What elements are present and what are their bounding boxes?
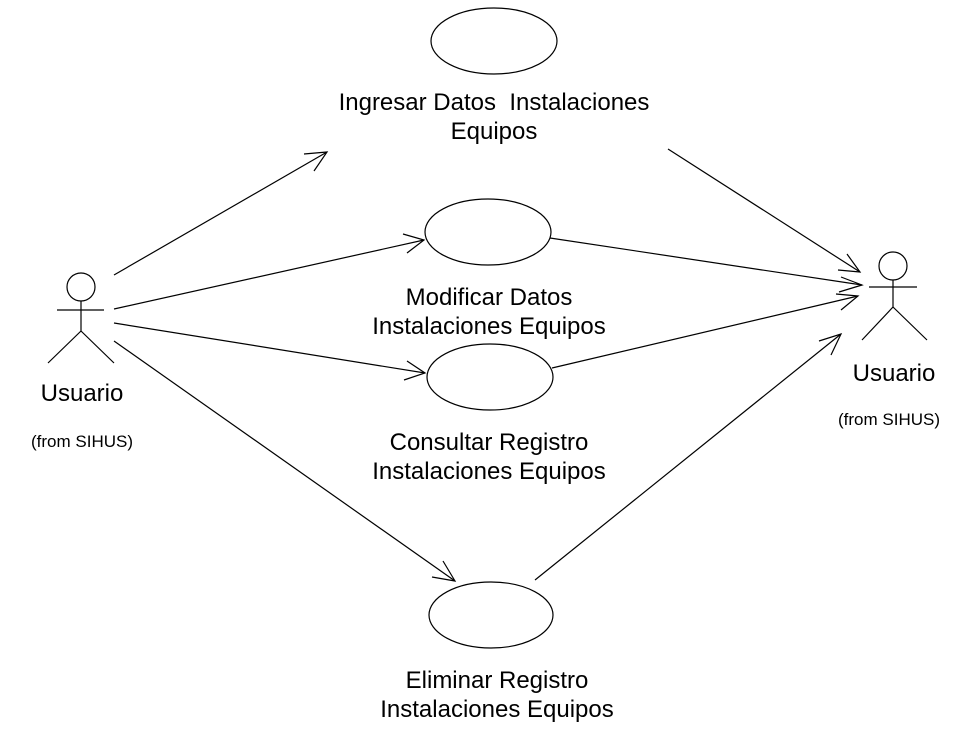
use-case-ingresar-line-1: Ingresar Datos Instalaciones	[338, 89, 650, 116]
actor-left-name: Usuario	[20, 379, 144, 408]
use-case-ingresar-ellipse[interactable]	[430, 7, 558, 75]
use-case-modificar-label: Modificar Datos Instalaciones Equipos	[289, 283, 689, 342]
association-ingresar-right	[667, 148, 862, 273]
actor-right-origin: (from SIHUS)	[812, 410, 966, 431]
actor-right-figure	[861, 251, 928, 341]
association-left-modificar	[113, 233, 426, 310]
use-case-consultar-line-1: Consultar Registro	[389, 429, 589, 456]
use-case-ingresar-line-2: Equipos	[450, 118, 538, 146]
association-consultar-right	[551, 293, 860, 369]
use-case-eliminar-label: Eliminar Registro Instalaciones Equipos	[297, 666, 697, 725]
association-left-consultar	[113, 322, 427, 381]
actor-left-origin-text: (from SIHUS)	[31, 432, 133, 451]
actor-left-name-text: Usuario	[40, 380, 124, 407]
use-case-modificar-line-1: Modificar Datos	[405, 284, 573, 311]
use-case-modificar-line-2: Instalaciones Equipos	[372, 313, 606, 341]
use-case-modificar-ellipse[interactable]	[424, 198, 552, 266]
use-case-consultar-ellipse[interactable]	[426, 343, 554, 411]
association-left-ingresar	[113, 151, 329, 276]
use-case-eliminar-line-1: Eliminar Registro	[405, 667, 589, 694]
actor-left-origin: (from SIHUS)	[0, 432, 164, 453]
use-case-consultar-label: Consultar Registro Instalaciones Equipos	[289, 428, 689, 487]
actor-right-origin-text: (from SIHUS)	[838, 410, 940, 429]
association-modificar-right	[549, 237, 864, 293]
actor-right-name: Usuario	[832, 359, 956, 388]
use-case-consultar-line-2: Instalaciones Equipos	[372, 458, 606, 486]
actor-left-figure	[47, 272, 115, 364]
actor-right-name-text: Usuario	[852, 360, 936, 387]
use-case-eliminar-ellipse[interactable]	[428, 581, 554, 649]
association-eliminar-right	[534, 333, 843, 581]
use-case-eliminar-line-2: Instalaciones Equipos	[380, 696, 614, 724]
association-left-eliminar	[113, 340, 457, 582]
use-case-ingresar-label: Ingresar Datos Instalaciones Equipos	[279, 88, 709, 147]
